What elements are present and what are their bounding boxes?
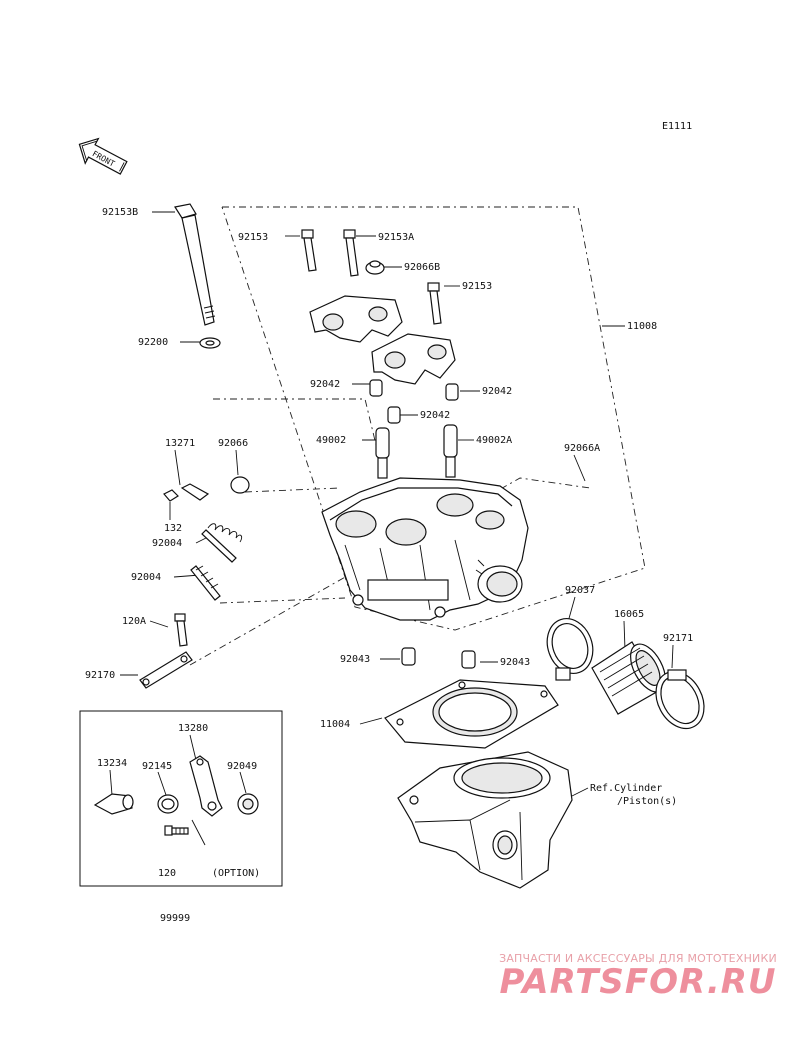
part-label-92043: 92043 bbox=[500, 657, 530, 668]
part-label-92004: 92004 bbox=[152, 538, 182, 549]
dowel-92043-left bbox=[401, 647, 416, 666]
bolt-92153A bbox=[343, 229, 359, 277]
part-label-92145: 92145 bbox=[142, 761, 172, 772]
pin-13271 bbox=[180, 483, 210, 501]
spring-92004-upper bbox=[201, 523, 243, 563]
cam-cap-upper bbox=[309, 295, 403, 343]
part-label-49002: 49002 bbox=[316, 435, 346, 446]
part-label-16065: 16065 bbox=[614, 609, 644, 620]
plate-92170 bbox=[139, 651, 193, 689]
leader-lines bbox=[109, 211, 674, 846]
dowel-92042-c bbox=[387, 406, 401, 424]
part-label-13234: 13234 bbox=[97, 758, 127, 769]
part-label-92066: 92066 bbox=[218, 438, 248, 449]
part-label-49002A: 49002A bbox=[476, 435, 512, 446]
clamp-92171 bbox=[655, 669, 705, 730]
screw-120 bbox=[164, 825, 189, 836]
part-label-92200: 92200 bbox=[138, 337, 168, 348]
bolt-92153-left bbox=[301, 229, 317, 272]
bottom-code: 99999 bbox=[160, 913, 190, 924]
clamp-92037 bbox=[546, 618, 594, 681]
watermark-brand: PARTSFOR.RU bbox=[499, 962, 777, 1002]
part-label-92153B: 92153B bbox=[102, 207, 138, 218]
part-label-92004: 92004 bbox=[131, 572, 161, 583]
part-label-92170: 92170 bbox=[85, 670, 115, 681]
dowel-92042-b bbox=[445, 383, 459, 401]
cylinder-reference-frame bbox=[189, 477, 591, 666]
part-label-92066B: 92066B bbox=[404, 262, 440, 273]
option-box bbox=[79, 710, 283, 887]
intake-boot-16065 bbox=[591, 641, 666, 715]
part-label-92171: 92171 bbox=[663, 633, 693, 644]
valve-guide-49002A bbox=[443, 424, 458, 478]
ref-cylinder-label-line2: /Piston(s) bbox=[617, 796, 677, 807]
dowel-92043-right bbox=[461, 650, 476, 669]
seal-92049 bbox=[237, 793, 259, 815]
part-label-120A: 120A bbox=[122, 616, 146, 627]
front-arrow-icon: FRONT bbox=[78, 137, 128, 175]
cylinder-reference bbox=[397, 751, 573, 889]
part-label-92043: 92043 bbox=[340, 654, 370, 665]
part-label-92042: 92042 bbox=[310, 379, 340, 390]
lever-13280 bbox=[189, 755, 223, 817]
cap-92066B bbox=[365, 260, 385, 275]
part-label-92049: 92049 bbox=[227, 761, 257, 772]
head-gasket-11004 bbox=[384, 679, 559, 749]
part-label-13280: 13280 bbox=[178, 723, 208, 734]
ring-92145 bbox=[157, 794, 179, 814]
option-label: (OPTION) bbox=[212, 868, 260, 879]
cylinder-head bbox=[321, 477, 529, 621]
long-bolt-92153B bbox=[174, 203, 216, 326]
part-label-92153: 92153 bbox=[238, 232, 268, 243]
plug-92066 bbox=[230, 476, 250, 494]
bolt-92153-right bbox=[427, 282, 442, 325]
part-label-92153A: 92153A bbox=[378, 232, 414, 243]
part-label-132: 132 bbox=[164, 523, 182, 534]
part-label-120: 120 bbox=[158, 868, 176, 879]
sensor-13234 bbox=[93, 793, 134, 815]
dowel-92042-a bbox=[369, 379, 383, 397]
valve-guide-49002 bbox=[375, 427, 390, 479]
spring-92004-lower bbox=[190, 565, 221, 601]
part-label-13271: 13271 bbox=[165, 438, 195, 449]
part-label-11008: 11008 bbox=[627, 321, 657, 332]
bolt-120A bbox=[174, 613, 188, 647]
ref-cylinder-label-line1: Ref.Cylinder bbox=[590, 783, 662, 794]
part-label-92066A: 92066A bbox=[564, 443, 600, 454]
part-label-92042: 92042 bbox=[420, 410, 450, 421]
head-assembly-frame-inner bbox=[219, 597, 346, 604]
part-label-92037: 92037 bbox=[565, 585, 595, 596]
part-label-11004: 11004 bbox=[320, 719, 350, 730]
washer-92200 bbox=[199, 337, 221, 349]
cam-cap-lower bbox=[371, 333, 456, 385]
watermark-subtitle: ЗАПЧАСТИ И АКСЕССУАРЫ ДЛЯ МОТОТЕХНИКИ bbox=[499, 952, 777, 965]
part-label-92153: 92153 bbox=[462, 281, 492, 292]
ref-code: E1111 bbox=[662, 121, 692, 132]
part-label-92042: 92042 bbox=[482, 386, 512, 397]
nut-132 bbox=[163, 489, 179, 502]
